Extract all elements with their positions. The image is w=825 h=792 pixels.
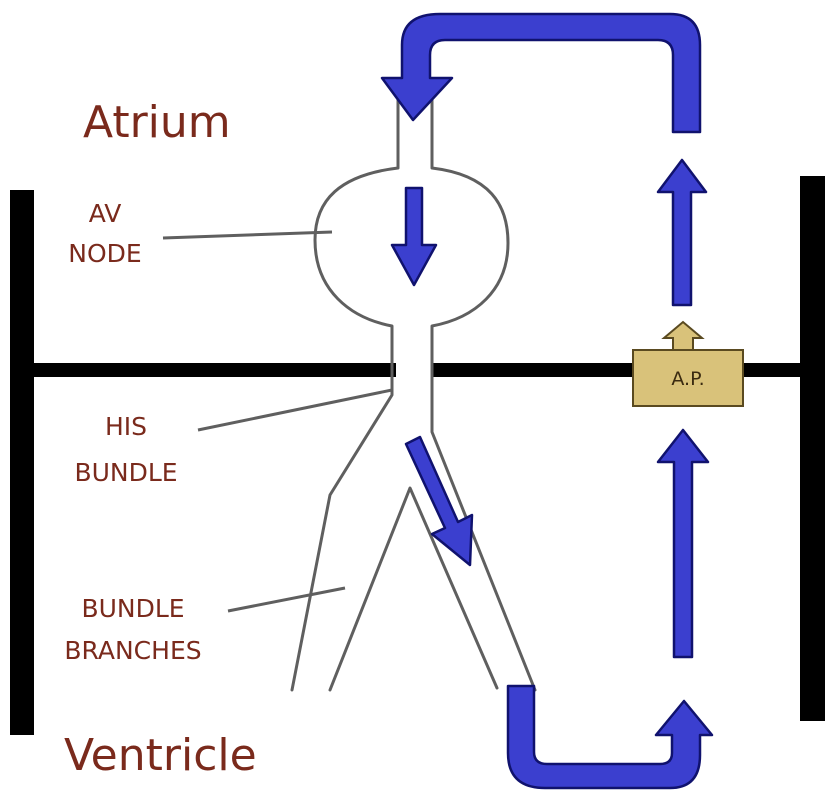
ap-box	[632, 349, 744, 407]
bundle-branches-label-line2: BRANCHES	[64, 636, 201, 665]
av-node-outline	[290, 98, 400, 692]
his-bundle-label-line1: HIS	[105, 412, 147, 441]
right-up-arrow-upper	[656, 158, 708, 307]
right-barrier	[800, 176, 825, 721]
his-bundle-pointer	[197, 388, 393, 432]
av-node-pointer	[162, 230, 333, 240]
pointer-lines	[162, 230, 393, 613]
bottom-loop-arrow	[506, 684, 714, 790]
arrows	[380, 12, 714, 790]
av-node-label-line2: NODE	[68, 239, 141, 268]
atrium-label: Atrium	[83, 97, 231, 148]
ventricle-label: Ventricle	[64, 730, 257, 781]
av-node-down-arrow	[390, 186, 438, 287]
ap-box-group: A.P.	[632, 320, 744, 407]
his-bundle-label-line2: BUNDLE	[74, 458, 177, 487]
his-bundle-arrow	[404, 435, 474, 567]
av-node-outline-right	[430, 98, 537, 692]
av-node-label-line1: AV	[89, 199, 122, 228]
ap-box-small-arrow	[661, 320, 705, 351]
conduction-pathway	[290, 98, 537, 692]
bundle-branches-pointer	[227, 586, 346, 613]
left-barrier	[10, 190, 34, 735]
bundle-branches-label-line1: BUNDLE	[81, 594, 184, 623]
ap-box-label: A.P.	[671, 368, 704, 390]
bundle-branch-inner	[328, 486, 499, 692]
av-barrier-right	[432, 363, 800, 377]
right-up-arrow-lower	[656, 428, 710, 659]
top-loop-arrow	[380, 12, 702, 134]
av-barrier-left	[34, 363, 396, 377]
